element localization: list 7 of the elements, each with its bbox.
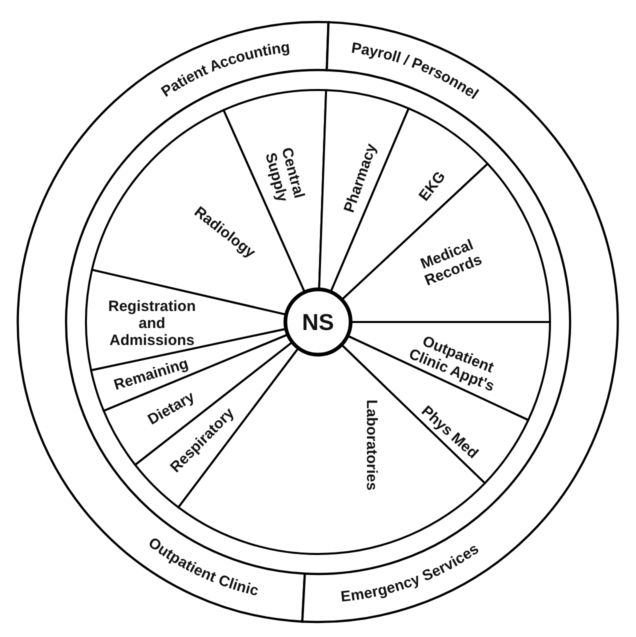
sector-label: Central Supply — [262, 146, 308, 204]
hub-circle — [284, 288, 352, 356]
wheel-sector — [318, 89, 410, 292]
wheel-sector — [330, 107, 489, 300]
hub-label: NS — [302, 309, 334, 335]
sector-label: Registration and Admissions — [108, 298, 196, 349]
sector-label: Laboratories — [363, 400, 380, 490]
